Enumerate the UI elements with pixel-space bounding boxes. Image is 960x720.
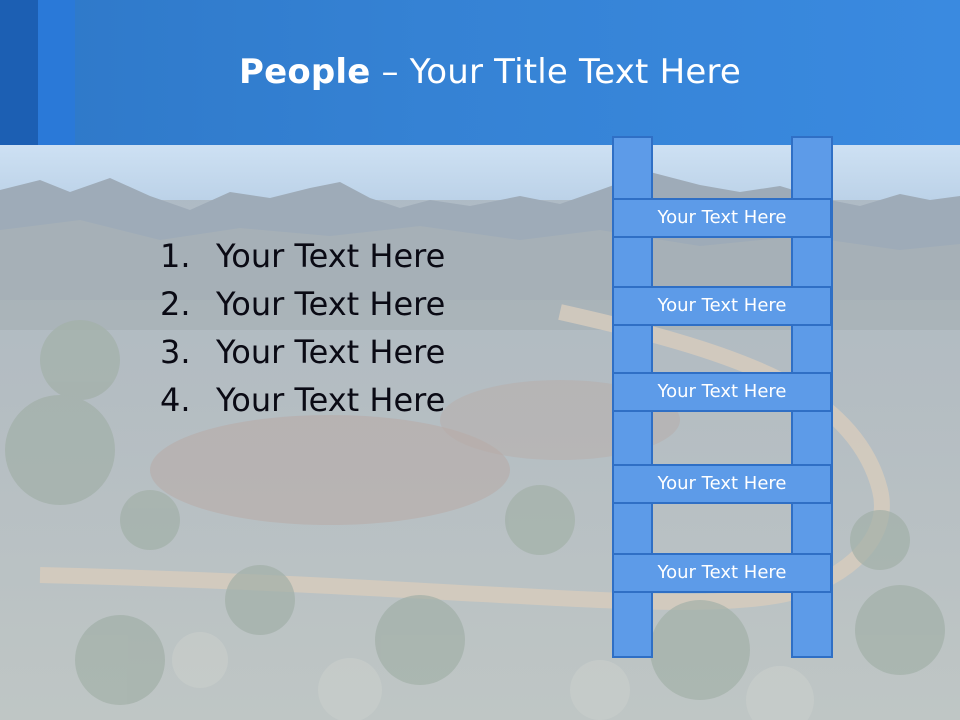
slide-title: People – Your Title Text Here [0,52,960,92]
list-item-number: 2. [160,285,191,323]
numbered-list: 1. Your Text Here 2. Your Text Here 3. Your… [160,232,445,424]
list-item-text: Your Text Here [216,381,446,419]
title-header-band [0,0,960,145]
list-item[interactable]: 4. Your Text Here [160,376,445,424]
ladder-rung-5[interactable]: Your Text Here [612,553,832,593]
header-accent-strip-dark [0,0,38,145]
list-item-text: Your Text Here [216,285,446,323]
header-accent-strip-light [38,0,75,145]
ladder-rung-2[interactable]: Your Text Here [612,286,832,326]
slide-title-bold: People [238,52,371,92]
ladder-rung-1[interactable]: Your Text Here [612,198,832,238]
list-item-number: 4. [160,381,191,419]
list-item-number: 3. [160,333,191,371]
slide-title-rest: – Your Title Text Here [370,52,742,92]
list-item-text: Your Text Here [216,237,446,275]
list-item[interactable]: 1. Your Text Here [160,232,445,280]
list-item[interactable]: 2. Your Text Here [160,280,445,328]
list-item-text: Your Text Here [216,333,446,371]
ladder-rung-3[interactable]: Your Text Here [612,372,832,412]
list-item-number: 1. [160,237,191,275]
ladder-rung-4[interactable]: Your Text Here [612,464,832,504]
list-item[interactable]: 3. Your Text Here [160,328,445,376]
